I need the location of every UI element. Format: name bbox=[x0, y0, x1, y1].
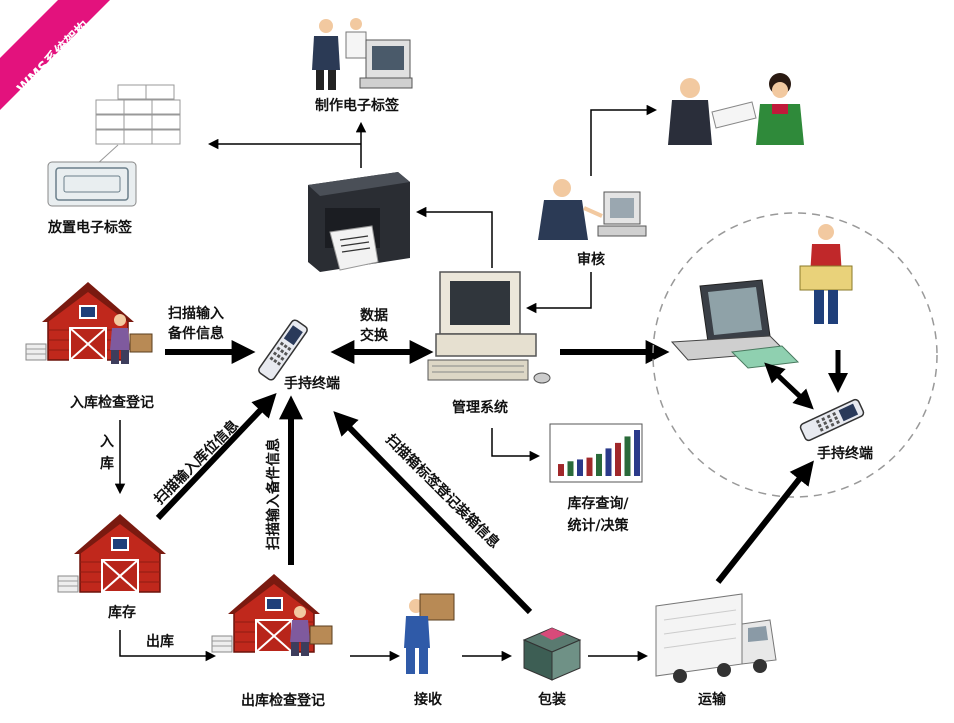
management-to-inventory-arrow bbox=[491, 428, 541, 462]
inventory-bar bbox=[605, 448, 612, 476]
make-tag-label: 制作电子标签 bbox=[315, 97, 400, 114]
truck-illustration bbox=[655, 593, 777, 683]
management-computer-illustration bbox=[427, 271, 551, 384]
data-exchange-label-2: 交换 bbox=[360, 327, 389, 344]
scan-box-label: 扫描箱标签登记装箱信息 bbox=[382, 431, 503, 552]
management-to-printer-arrow bbox=[415, 206, 493, 268]
inventory-bar bbox=[634, 430, 640, 476]
inventory-bar bbox=[567, 461, 574, 476]
inventory-bar bbox=[624, 436, 631, 476]
carrier-worker-illustration bbox=[799, 224, 853, 324]
inbound-label-2: 库 bbox=[100, 455, 114, 472]
mobile-zone-circle bbox=[652, 212, 938, 498]
inbound-label-1: 入 bbox=[100, 434, 114, 450]
receive-label: 接收 bbox=[414, 691, 443, 708]
outbound-label: 出库 bbox=[146, 633, 174, 650]
inventory-bar bbox=[596, 453, 602, 476]
receive-illustration bbox=[404, 593, 455, 674]
audit-to-handover-arrow bbox=[590, 104, 658, 176]
make-tag-illustration bbox=[312, 18, 413, 90]
scan-input-label-1: 扫描输入 bbox=[168, 305, 224, 322]
handheld-main-label: 手持终端 bbox=[284, 375, 340, 392]
management-label: 管理系统 bbox=[452, 399, 508, 416]
transport-to-handheld-arrow bbox=[715, 460, 814, 584]
label-printer-illustration bbox=[308, 172, 410, 272]
laptop-illustration bbox=[670, 279, 800, 369]
handheld-right-label: 手持终端 bbox=[817, 445, 873, 462]
inventory-query-label-1: 库存查询/ bbox=[567, 495, 629, 512]
place-tag-label: 放置电子标签 bbox=[47, 219, 133, 236]
inventory-chart-illustration bbox=[549, 423, 643, 483]
inventory-bar bbox=[558, 464, 564, 476]
inbound-check-label: 入库检查登记 bbox=[70, 394, 154, 411]
audit-to-management-arrow bbox=[525, 272, 592, 314]
scan-location-label: 扫描输入库位信息 bbox=[151, 417, 242, 508]
handover-illustration bbox=[668, 73, 804, 145]
audit-label: 审核 bbox=[577, 251, 605, 268]
handheld-right-icon bbox=[798, 397, 866, 443]
warehouse-barn-icon bbox=[57, 513, 167, 593]
pack-to-handheld-arrow bbox=[333, 411, 533, 615]
outbound-check-label: 出库检查登记 bbox=[241, 692, 325, 709]
inventory-bar bbox=[586, 457, 593, 476]
pack-label: 包装 bbox=[538, 691, 567, 708]
place-tag-illustration bbox=[47, 84, 181, 207]
scan-input-label-2: 备件信息 bbox=[167, 325, 224, 342]
handheld-main-icon bbox=[256, 317, 310, 383]
transport-label: 运输 bbox=[698, 691, 727, 708]
warehouse-to-handheld-arrow bbox=[155, 393, 277, 521]
inventory-bar bbox=[615, 442, 621, 476]
pack-illustration bbox=[522, 627, 582, 681]
data-exchange-label-1: 数据 bbox=[360, 307, 388, 324]
inventory-query-label-2: 统计/决策 bbox=[567, 517, 629, 534]
audit-illustration bbox=[538, 179, 647, 240]
scan-parts-label: 扫描输入备件信息 bbox=[265, 438, 282, 550]
warehouse-label: 库存 bbox=[108, 604, 136, 621]
title-ribbon: WMS系统架构 bbox=[0, 0, 110, 110]
warehouse-to-outbound-arrow bbox=[119, 630, 217, 662]
inventory-bar bbox=[577, 459, 583, 476]
laptop-handheld-arrow bbox=[764, 362, 814, 410]
